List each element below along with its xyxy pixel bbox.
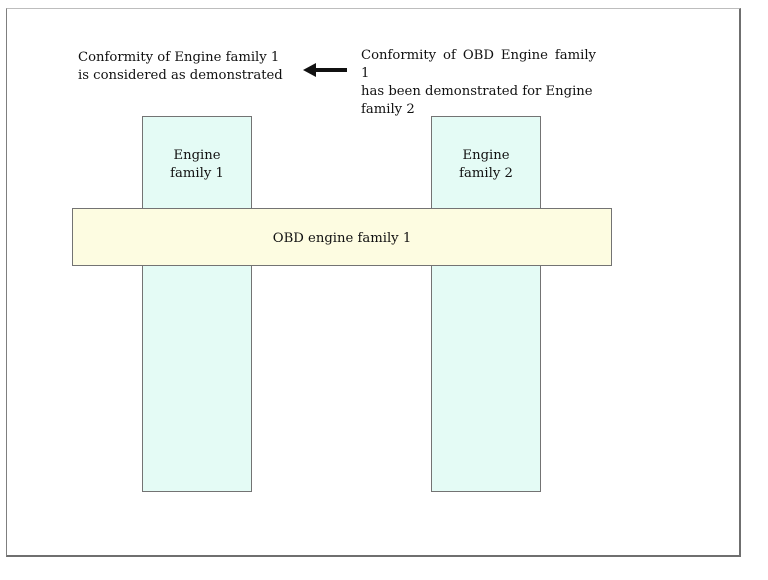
engine-family-1-label: Engine family 1 bbox=[170, 148, 224, 181]
obd-engine-family-label: OBD engine family 1 bbox=[272, 231, 412, 246]
engine-family-1-column: Engine family 1 bbox=[142, 116, 252, 492]
right-conformity-note: Conformity of OBD Engine family 1 has be… bbox=[361, 48, 596, 117]
engine-family-2-column: Engine family 2 bbox=[431, 116, 541, 492]
engine-family-2-label: Engine family 2 bbox=[459, 148, 513, 181]
obd-engine-family-band: OBD engine family 1 bbox=[72, 208, 612, 266]
diagram-frame bbox=[6, 8, 741, 557]
left-conformity-note: Conformity of Engine family 1 is conside… bbox=[78, 50, 283, 83]
arrow-left-icon bbox=[303, 63, 347, 77]
